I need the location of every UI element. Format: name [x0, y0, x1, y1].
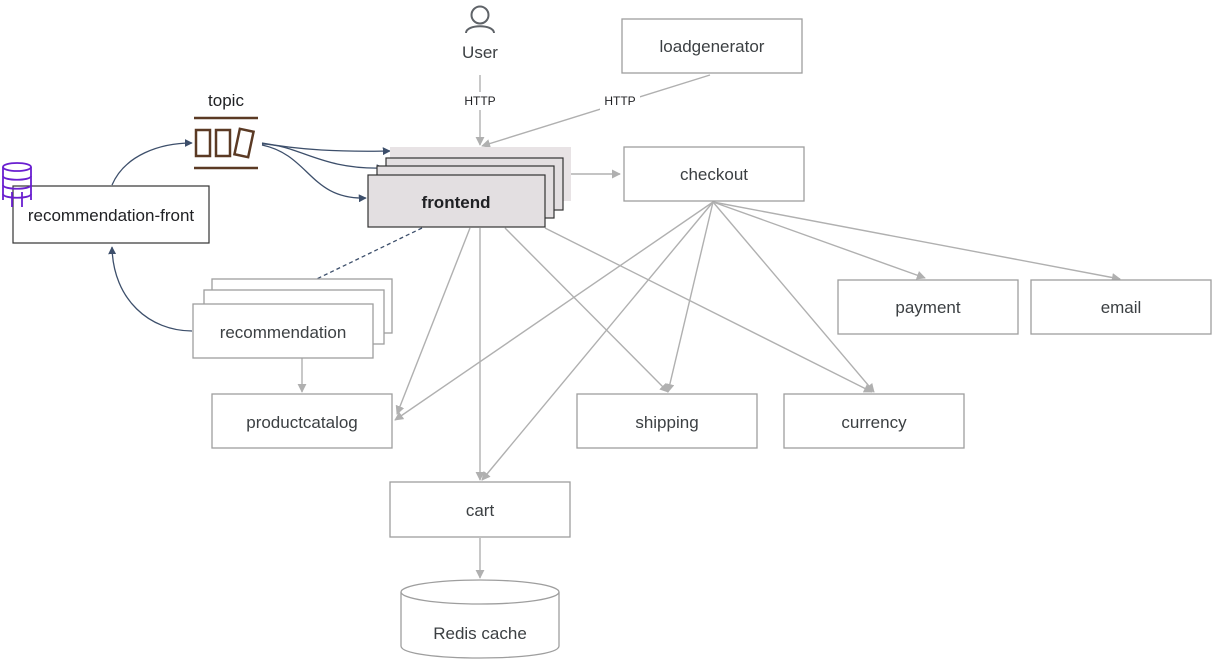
user-icon	[465, 5, 495, 34]
edge-checkout-payment	[712, 201, 926, 280]
redis-cache-label: Redis cache	[433, 624, 527, 643]
http-label-loadgenerator: HTTP	[600, 92, 640, 110]
edge-checkout-shipping	[665, 201, 714, 393]
topic-node[interactable]: topic	[194, 91, 258, 170]
loadgenerator-node[interactable]: loadgenerator	[621, 18, 803, 74]
edge-recommendation-recfront	[108, 246, 193, 332]
currency-node[interactable]: currency	[783, 393, 965, 449]
productcatalog-label: productcatalog	[246, 413, 358, 432]
topic-queue-icon	[194, 116, 258, 170]
recommendation-front-label: recommendation-front	[28, 206, 195, 225]
cart-node[interactable]: cart	[389, 481, 571, 538]
redis-cache-node[interactable]: Redis cache	[400, 579, 560, 659]
http-label-user: HTTP	[460, 92, 500, 110]
user-node[interactable]: User	[462, 5, 498, 63]
redis-cylinder	[400, 579, 560, 659]
edge-checkout-cart	[481, 201, 714, 481]
edge-recfront-topic	[111, 139, 193, 186]
checkout-label: checkout	[680, 165, 748, 184]
edge-frontend-recommendation	[297, 227, 423, 289]
edges	[108, 74, 1121, 579]
edge-checkout-productcatalog	[394, 201, 714, 421]
edge-loadgenerator-frontend	[481, 74, 711, 148]
email-node[interactable]: email	[1030, 279, 1212, 335]
recommendation-node[interactable]: recommendation	[192, 278, 393, 359]
payment-node[interactable]: payment	[837, 279, 1019, 335]
email-label: email	[1101, 298, 1142, 317]
edge-checkout-email	[712, 201, 1121, 282]
user-label: User	[462, 43, 498, 62]
cart-label: cart	[466, 501, 495, 520]
edge-checkout-currency	[712, 201, 875, 393]
topic-label: topic	[208, 91, 244, 110]
currency-label: currency	[841, 413, 907, 432]
svg-text:HTTP: HTTP	[464, 94, 495, 108]
edge-topic-frontend-2	[261, 143, 385, 173]
shipping-node[interactable]: shipping	[576, 393, 758, 449]
loadgenerator-label: loadgenerator	[660, 37, 765, 56]
frontend-node[interactable]: frontend	[367, 147, 571, 228]
recommendation-label: recommendation	[220, 323, 347, 342]
checkout-node[interactable]: checkout	[623, 146, 805, 202]
edge-frontend-productcatalog	[395, 227, 471, 415]
productcatalog-node[interactable]: productcatalog	[211, 393, 393, 449]
shipping-label: shipping	[635, 413, 698, 432]
frontend-label: frontend	[422, 193, 491, 212]
edge-topic-frontend-3	[261, 144, 367, 203]
database-icon	[2, 162, 32, 207]
payment-label: payment	[895, 298, 960, 317]
svg-text:HTTP: HTTP	[604, 94, 635, 108]
edge-frontend-currency	[544, 227, 873, 393]
recommendation-front-node[interactable]: recommendation-front	[2, 162, 210, 244]
edge-frontend-shipping	[504, 227, 669, 393]
